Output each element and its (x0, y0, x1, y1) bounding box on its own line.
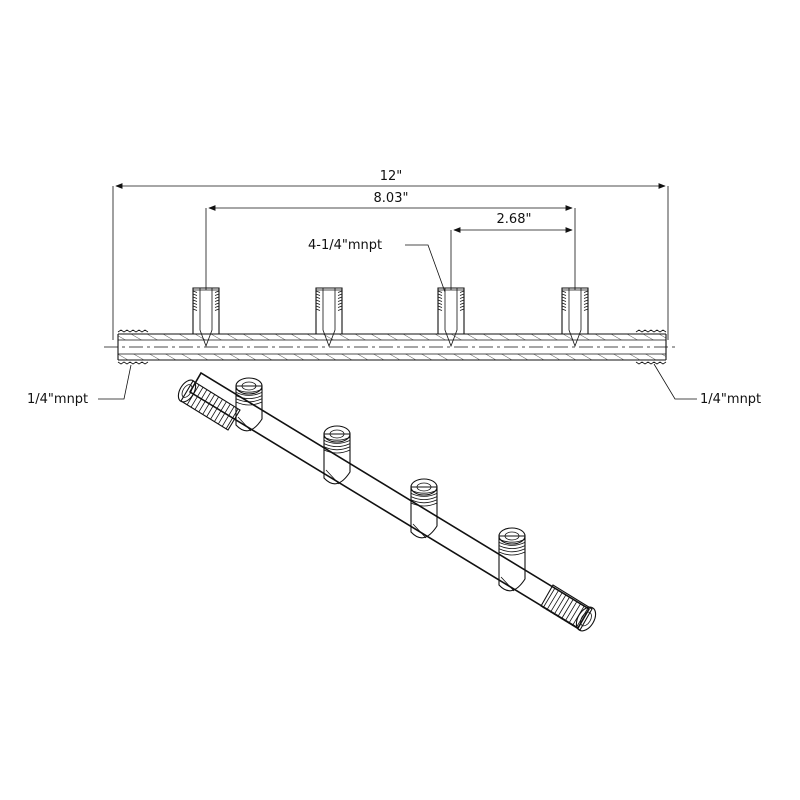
manifold-isometric-view (177, 371, 597, 632)
callout-ports: 4-1/4"mnpt (308, 238, 446, 293)
right-threaded-end (540, 584, 597, 632)
iso-port-2 (323, 425, 351, 485)
left-end-callout-label: 1/4"mnpt (27, 392, 88, 407)
right-end-thread (635, 329, 667, 365)
iso-port-4 (498, 527, 526, 592)
right-end-callout-label: 1/4"mnpt (700, 392, 761, 407)
ports-callout-label: 4-1/4"mnpt (308, 238, 382, 253)
section-port-3 (437, 287, 465, 348)
dimension-overall-length: 12" (112, 169, 669, 340)
dimension-outer-port-spacing: 8.03" (205, 191, 576, 290)
callout-right-end: 1/4"mnpt (653, 363, 761, 407)
section-port-2 (315, 287, 343, 348)
section-port-1 (192, 287, 220, 348)
overall-length-label: 12" (380, 169, 403, 184)
dimension-port-spacing: 2.68" (450, 212, 573, 290)
outer-port-spacing-label: 8.03" (374, 191, 409, 206)
port-spacing-label: 2.68" (497, 212, 532, 227)
left-end-thread (117, 329, 149, 365)
iso-port-3 (410, 478, 438, 539)
section-port-4 (561, 287, 589, 348)
left-threaded-end (177, 379, 241, 431)
callout-left-end: 1/4"mnpt (27, 364, 132, 407)
manifold-section-view (104, 287, 678, 365)
iso-port-1 (235, 377, 263, 432)
